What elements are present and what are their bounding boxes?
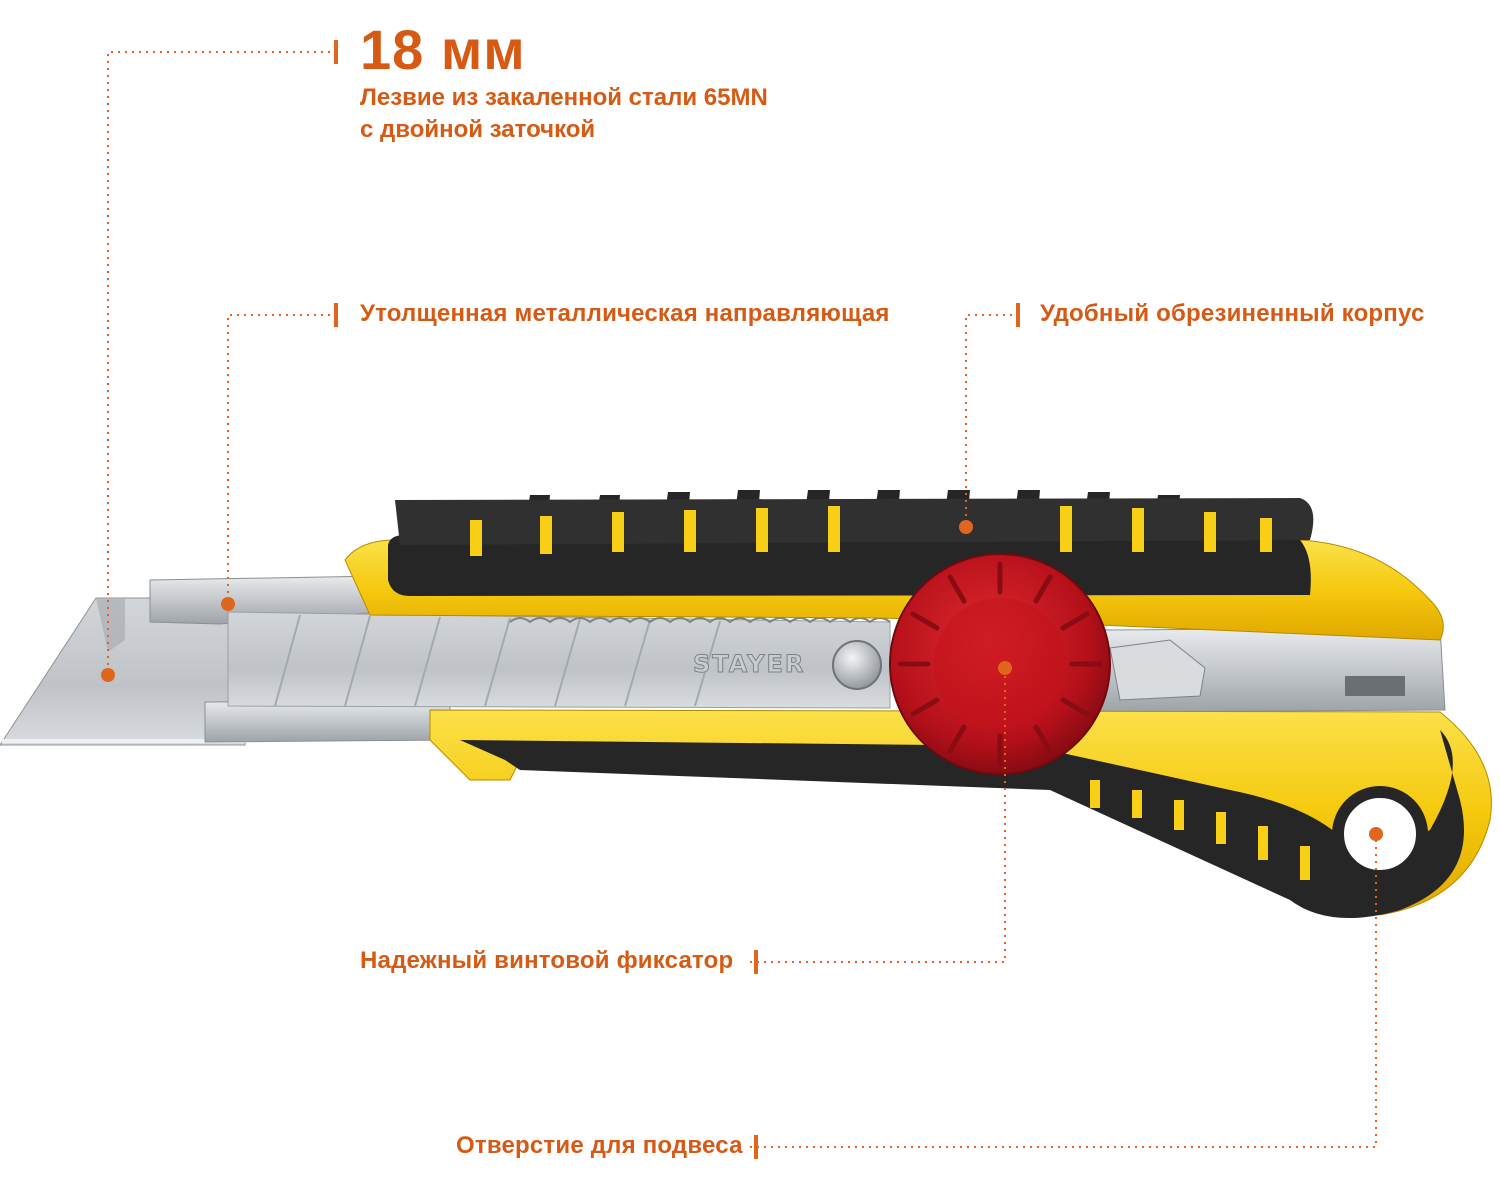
leader-hole [750,834,1377,1148]
hole-callout-label: Отверстие для подвеса [456,1132,743,1159]
leader-guide [227,314,330,604]
hole-callout-bar [754,1135,758,1159]
blade-description-line2: с двойной заточкой [360,116,596,143]
blade-description: Лезвие из закаленной стали 65MN с двойно… [360,82,768,146]
leader-body [965,314,1012,527]
blade-callout-bar [334,40,338,64]
body-callout-label: Удобный обрезиненный корпус [1040,300,1425,327]
leader-blade [107,51,330,675]
marker-guide [221,597,235,611]
marker-blade [101,668,115,682]
marker-hole [1369,827,1383,841]
blade-description-line1: Лезвие из закаленной стали 65MN [360,84,768,111]
leader-lock [750,668,1006,963]
brand-logo: STAYER [693,650,805,678]
marker-lock [998,661,1012,675]
guide-callout-bar [334,303,338,327]
lock-callout-label: Надежный винтовой фиксатор [360,947,734,974]
slider-carriage [1099,627,1446,713]
lock-callout-bar [754,950,758,974]
marker-body [959,520,973,534]
guide-callout-label: Утолщенная металлическая направляющая [360,300,890,327]
rubber-grip-top [388,490,1314,596]
body-callout-bar [1016,303,1020,327]
blade-size-heading: 18 мм [360,18,526,81]
metal-guide: STAYER [149,575,891,743]
